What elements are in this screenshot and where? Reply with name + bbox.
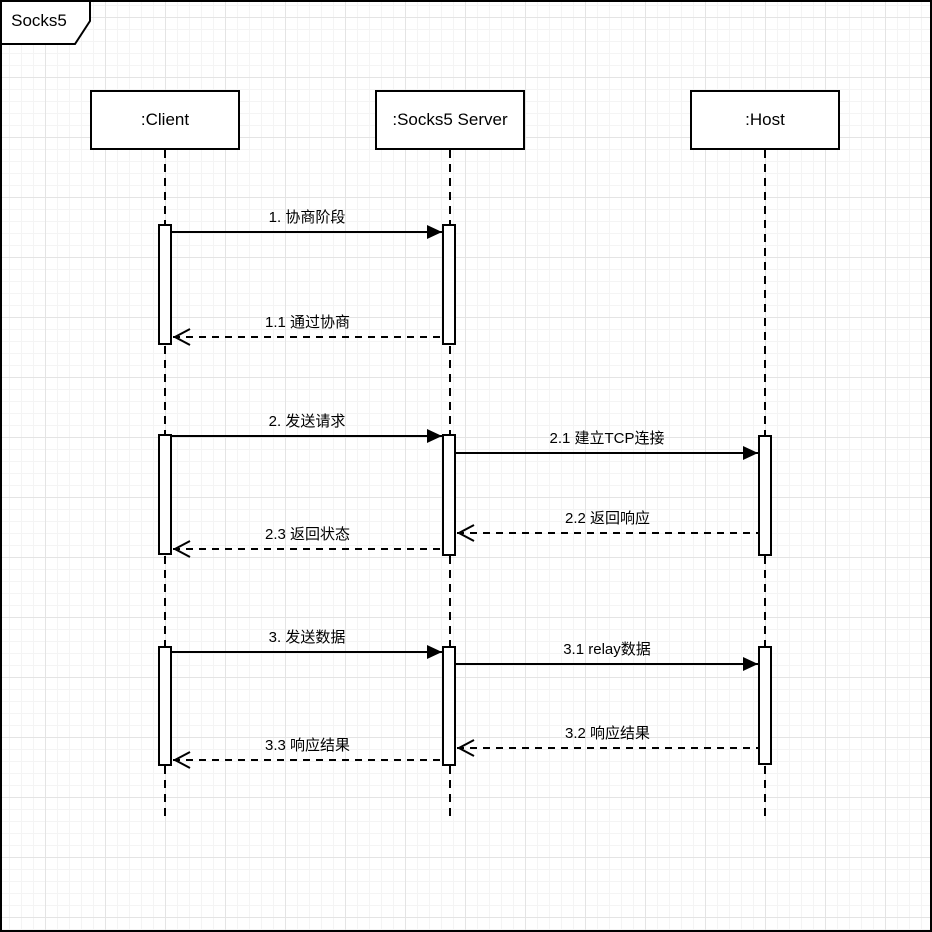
frame-title: Socks5 [0, 0, 92, 46]
activation-host-1 [758, 435, 772, 556]
arrowhead-filled-icon [743, 657, 758, 671]
actor-client-label: :Client [140, 110, 190, 129]
message-2-3-label: 2.3 返回状态 [264, 526, 351, 543]
actor-socks5-server: :Socks5 Server [375, 90, 525, 150]
message-3-2-label: 3.2 响应结果 [564, 725, 651, 742]
message-3-1-line [456, 663, 758, 665]
activation-client-1 [158, 224, 172, 345]
activation-server-1 [442, 224, 456, 345]
arrowhead-open-icon [457, 524, 475, 542]
message-2-1-label: 2.1 建立TCP连接 [549, 430, 665, 447]
activation-server-3 [442, 646, 456, 766]
message-1-1-label: 1.1 通过协商 [264, 314, 351, 331]
frame-title-label: Socks5 [11, 11, 67, 30]
message-3-line [172, 651, 442, 653]
message-2-1-line [456, 452, 758, 454]
message-3-3-label: 3.3 响应结果 [264, 737, 351, 754]
message-3-3-line [173, 759, 442, 761]
message-2-2-label: 2.2 返回响应 [564, 510, 651, 527]
actor-server-label: :Socks5 Server [392, 110, 508, 129]
message-1-1-line [173, 336, 442, 338]
activation-client-2 [158, 434, 172, 555]
arrowhead-open-icon [173, 751, 191, 769]
arrowhead-filled-icon [427, 225, 442, 239]
actor-host-label: :Host [745, 110, 785, 129]
message-3-label: 3. 发送数据 [268, 629, 346, 646]
message-2-2-line [457, 532, 758, 534]
message-1-line [172, 231, 442, 233]
arrowhead-open-icon [457, 739, 475, 757]
arrowhead-filled-icon [427, 645, 442, 659]
message-2-label: 2. 发送请求 [268, 413, 346, 430]
activation-client-3 [158, 646, 172, 766]
message-3-2-line [457, 747, 758, 749]
actor-host: :Host [690, 90, 840, 150]
arrowhead-open-icon [173, 328, 191, 346]
message-2-line [172, 435, 442, 437]
activation-server-2 [442, 434, 456, 556]
activation-host-2 [758, 646, 772, 765]
arrowhead-filled-icon [427, 429, 442, 443]
message-1-label: 1. 协商阶段 [268, 209, 346, 226]
arrowhead-filled-icon [743, 446, 758, 460]
message-2-3-line [173, 548, 442, 550]
arrowhead-open-icon [173, 540, 191, 558]
actor-client: :Client [90, 90, 240, 150]
message-3-1-label: 3.1 relay数据 [563, 641, 651, 658]
